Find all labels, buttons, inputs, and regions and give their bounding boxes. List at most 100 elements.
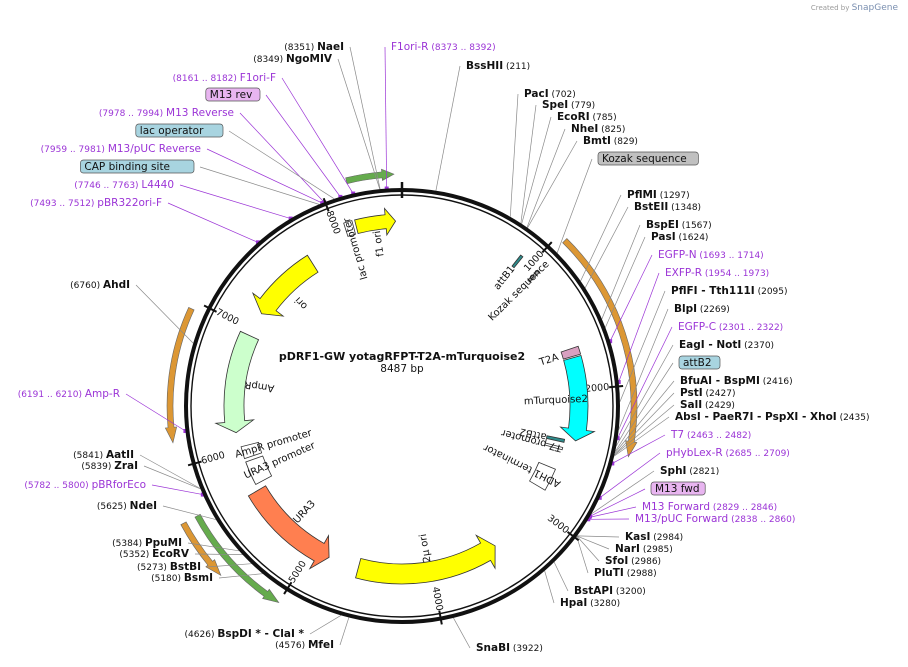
site-position: (7493 .. 7512) — [30, 199, 97, 209]
site-position: (2095) — [755, 287, 788, 297]
site-position: (2416) — [760, 377, 793, 387]
plasmid-name: pDRF1-GW yotagRFPT-T2A-mTurquoise2 — [279, 350, 525, 363]
site-position: (4576) — [275, 641, 308, 651]
site-label: M13 fwd — [655, 483, 700, 495]
site-position: (8349) — [253, 55, 286, 65]
leader-line — [521, 116, 552, 224]
leader-line — [577, 535, 620, 538]
annotation-arc — [345, 168, 395, 185]
site-label: (7959 .. 7981) M13/pUC Reverse — [41, 143, 201, 155]
site-label: NarI (2985) — [615, 543, 673, 555]
feature-attb2 — [545, 435, 566, 443]
site-position: (825) — [598, 125, 625, 135]
site-position: (6191 .. 6210) — [18, 390, 85, 400]
site-label: EGFP-C (2301 .. 2322) — [678, 321, 783, 333]
site-position: (5841) — [73, 451, 106, 461]
site-label-box — [80, 159, 195, 174]
site-position: (2269) — [697, 305, 730, 315]
annotation-arc — [194, 513, 280, 604]
watermark-brand: SnapGene — [851, 3, 898, 13]
site-label-box — [135, 123, 224, 138]
site-name: EagI - NotI — [679, 339, 741, 351]
site-label-box — [650, 481, 706, 496]
site-label: (5782 .. 5800) pBRforEco — [24, 479, 146, 491]
site-position: (8161 .. 8182) — [173, 74, 240, 84]
site-label: T7 (2463 .. 2482) — [670, 429, 751, 441]
leader-line — [228, 130, 335, 200]
feature-ampr — [214, 330, 260, 434]
site-name: SalI — [680, 399, 702, 411]
site-position: (1297) — [657, 191, 690, 201]
site-label: BssHII (211) — [466, 60, 530, 72]
site-position: (5273) — [137, 563, 170, 573]
site-label: EXFP-R (1954 .. 1973) — [665, 267, 769, 279]
tick-label: 6000 — [200, 450, 226, 467]
feature-label: 2μ ori — [418, 533, 434, 563]
leader-line — [614, 362, 674, 452]
feature-label: URA3 — [292, 498, 318, 525]
site-label: (5625) NdeI — [97, 500, 157, 512]
site-position: (829) — [611, 137, 638, 147]
site-position: (3200) — [613, 587, 646, 597]
site-name: NdeI — [130, 500, 157, 512]
site-name: BstBI — [170, 561, 201, 573]
site-label: (5180) BsmI — [151, 572, 213, 584]
feature-f1-ori — [354, 207, 397, 237]
annotation-arc — [180, 521, 222, 577]
leader-line — [265, 94, 341, 198]
site-label: SfoI (2986) — [605, 555, 661, 567]
site-name: BmtI — [583, 135, 611, 147]
site-label: (7978 .. 7994) M13 Reverse — [99, 107, 234, 119]
site-position: (2301 .. 2322) — [716, 323, 783, 333]
site-label: CAP binding site — [84, 161, 170, 173]
site-position: (1693 .. 1714) — [697, 251, 764, 261]
site-name: EGFP-N — [658, 249, 697, 261]
leader-line — [614, 392, 675, 456]
leader-line — [601, 224, 641, 320]
leader-line — [384, 46, 388, 189]
leader-line — [576, 535, 600, 562]
leader-line — [167, 202, 259, 243]
feature-mturquoise2 — [559, 354, 596, 442]
site-name: NaeI — [317, 41, 344, 53]
leader-line — [526, 128, 566, 228]
site-position: (5625) — [97, 502, 130, 512]
site-position: (5352) — [119, 550, 152, 560]
site-label: attB2 — [683, 357, 712, 369]
site-position: (1624) — [676, 233, 709, 243]
feature-lac-promoter — [343, 220, 356, 237]
feature-label: T2A — [537, 352, 560, 369]
site-label-box — [678, 355, 721, 370]
site-name: BlpI — [674, 303, 697, 315]
site-name: SfoI — [605, 555, 628, 567]
watermark-created-by: Created by — [810, 4, 850, 12]
site-label: BlpI (2269) — [674, 303, 730, 315]
site-label: (5841) AatII — [73, 449, 134, 461]
tick-label: 8000 — [323, 209, 342, 236]
leader-line — [599, 452, 661, 499]
site-label: BstEII (1348) — [634, 201, 701, 213]
site-label: SphI (2821) — [660, 465, 719, 477]
site-position: (8351) — [284, 43, 317, 53]
site-name: BstAPI — [574, 585, 613, 597]
tick-label: 3000 — [545, 513, 571, 536]
tick-mark — [187, 460, 202, 467]
site-name: PflMI — [627, 189, 657, 201]
site-label: (6191 .. 6210) Amp-R — [18, 388, 120, 400]
site-label: EGFP-N (1693 .. 1714) — [658, 249, 764, 261]
feature-ori — [251, 254, 319, 317]
leader-line — [613, 416, 670, 457]
site-label: BstAPI (3200) — [574, 585, 646, 597]
site-name: M13/pUC Forward — [635, 513, 728, 525]
snapgene-watermark: Created by SnapGene — [811, 3, 898, 13]
site-position: (702) — [549, 90, 576, 100]
site-name: EGFP-C — [678, 321, 716, 333]
site-name: BspDI * - ClaI * — [217, 628, 304, 640]
leader-line — [162, 505, 217, 520]
leader-line — [589, 506, 637, 518]
primer-site-marker — [615, 436, 620, 441]
site-position: (1348) — [668, 203, 701, 213]
site-position: (7959 .. 7981) — [41, 145, 108, 155]
